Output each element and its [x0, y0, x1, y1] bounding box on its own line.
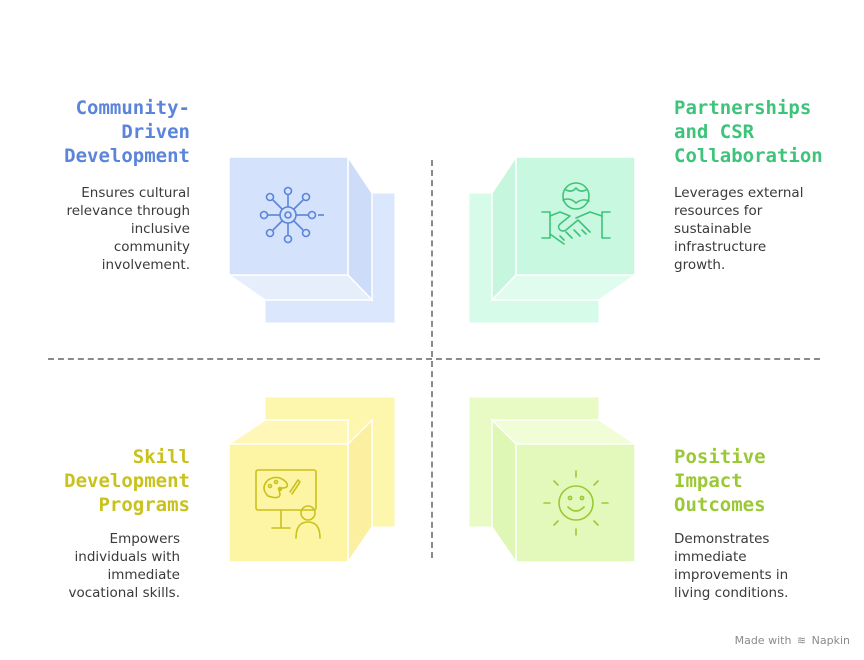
title-line: Programs	[98, 494, 190, 516]
title-line: and CSR	[674, 121, 755, 143]
handshake-globe-icon	[541, 182, 611, 245]
cube-top-right	[468, 154, 638, 324]
description-skill-development-programs: Empowers individuals with immediate voca…	[20, 530, 180, 602]
description-line: individuals with	[74, 549, 180, 565]
title-line: Community-	[75, 97, 190, 119]
made-with-label: Made with	[734, 634, 792, 647]
description-positive-impact-outcomes: Demonstrates immediate improvements in l…	[674, 530, 834, 602]
title-community-driven-development: Community- Driven Development	[20, 96, 190, 168]
description-line: sustainable	[674, 221, 752, 237]
title-line: Impact	[674, 470, 743, 492]
title-line: Positive	[674, 446, 766, 468]
title-skill-development-programs: Skill Development Programs	[20, 445, 190, 517]
description-line: resources for	[674, 203, 763, 219]
title-line: Skill	[132, 446, 190, 468]
description-line: immediate	[674, 549, 747, 565]
description-line: Leverages external	[674, 185, 804, 201]
napkin-brand: Napkin	[811, 634, 850, 647]
title-line: Partnerships	[674, 97, 812, 119]
description-partnerships-csr: Leverages external resources for sustain…	[674, 184, 834, 274]
art-lesson-icon	[255, 469, 321, 539]
title-positive-impact-outcomes: Positive Impact Outcomes	[674, 445, 844, 517]
description-line: relevance through	[66, 203, 191, 219]
description-line: Ensures cultural	[81, 185, 190, 201]
title-partnerships-csr: Partnerships and CSR Collaboration	[674, 96, 854, 168]
description-line: community	[113, 239, 190, 255]
napkin-logo-icon: ≋	[796, 634, 807, 647]
description-community-driven-development: Ensures cultural relevance through inclu…	[30, 184, 191, 274]
title-line: Outcomes	[674, 494, 766, 516]
horizontal-divider	[48, 358, 820, 360]
description-line: improvements in	[674, 567, 789, 583]
description-line: immediate	[107, 567, 180, 583]
description-line: inclusive	[130, 221, 190, 237]
title-line: Collaboration	[674, 145, 823, 167]
description-line: growth.	[674, 257, 726, 273]
description-line: vocational skills.	[68, 585, 180, 601]
cube-top-left	[226, 154, 396, 324]
description-line: Demonstrates	[674, 531, 770, 547]
title-line: Driven	[121, 121, 190, 143]
cube-bottom-right	[468, 396, 638, 565]
made-with-napkin[interactable]: Made with ≋ Napkin	[735, 634, 850, 647]
description-line: involvement.	[101, 257, 190, 273]
description-line: living conditions.	[674, 585, 789, 601]
description-line: infrastructure	[674, 239, 767, 255]
network-gear-icon	[259, 186, 324, 244]
sun-smile-icon	[543, 470, 609, 536]
title-line: Development	[64, 470, 190, 492]
title-line: Development	[64, 145, 190, 167]
description-line: Empowers	[109, 531, 180, 547]
cube-bottom-left	[226, 396, 396, 565]
